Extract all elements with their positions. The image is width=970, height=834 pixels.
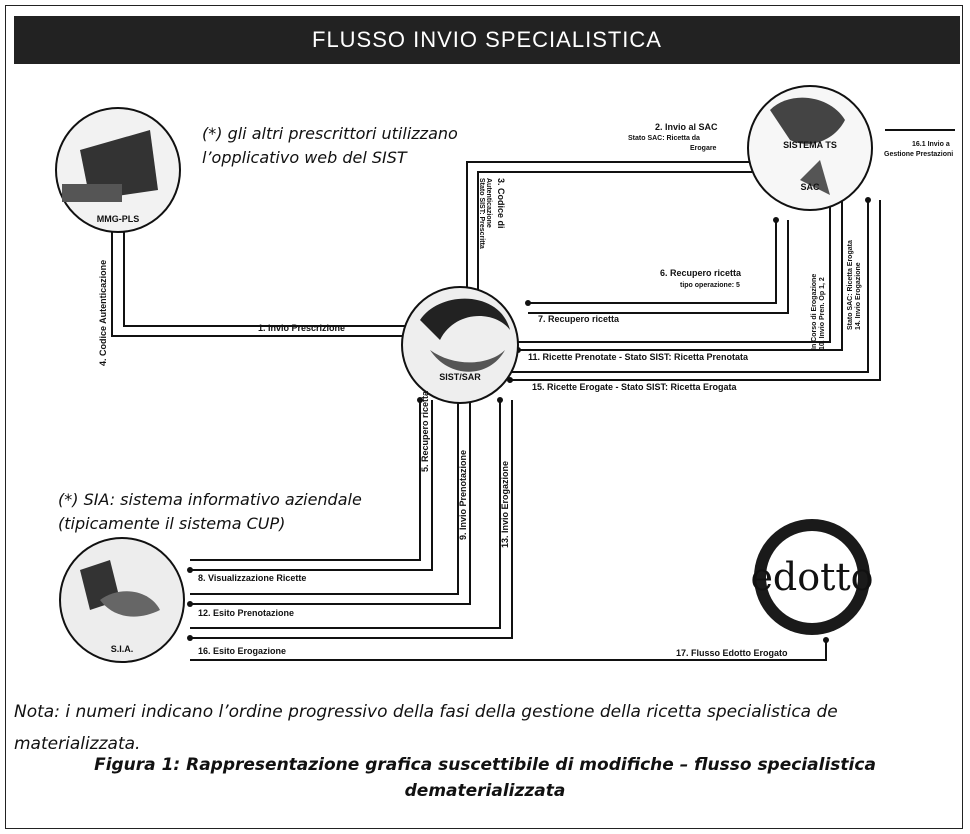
- flow-label-2c: Erogare: [690, 145, 717, 152]
- flow-line-13: [190, 400, 501, 629]
- flow-label-13: 13. Invio Erogazione: [500, 461, 510, 548]
- node-sia: S.I.A.: [59, 537, 185, 663]
- flow-label-5: 5. Recupero ricetta: [420, 390, 430, 472]
- arrow-head: [773, 217, 779, 223]
- flow-label-6b: tipo operazione: 5: [680, 282, 740, 289]
- note-prescrittori-line-1: (*) gli altri prescrittori utilizzano: [202, 124, 458, 143]
- flow-label-4: 4. Codice Autenticazione: [98, 260, 108, 366]
- flow-label-15: 15. Ricette Erogate - Stato SIST: Ricett…: [532, 382, 738, 392]
- edotto-logo-text: edotto: [750, 555, 873, 599]
- node-sac: SISTEMA TS SAC: [747, 85, 873, 211]
- flow-line-17: [190, 640, 827, 661]
- flow-label-14: 14. Invio Erogazione: [855, 262, 862, 330]
- flow-line-1: [111, 230, 408, 337]
- flow-label-3b: Autenticazione: [485, 178, 492, 228]
- arrow-head: [525, 300, 531, 306]
- diagram-title: FLUSSO INVIO SPECIALISTICA: [14, 16, 960, 64]
- arrow-head: [187, 567, 193, 573]
- node-sac-brand: SISTEMA TS: [783, 140, 837, 150]
- flow-label-10: 10. Invio Pren. Op 1, 2: [819, 277, 826, 350]
- node-sist: SIST/SAR: [401, 286, 519, 404]
- flow-line-2: [466, 161, 752, 300]
- node-mmg: MMG-PLS: [55, 107, 181, 233]
- note-sia-line-2: (tipicamente il sistema CUP): [58, 514, 286, 533]
- note-sia-line-1: (*) SIA: sistema informativo aziendale: [58, 490, 362, 509]
- flow-label-2: 2. Invio al SAC: [655, 122, 718, 132]
- arrow-head: [865, 197, 871, 203]
- flow-line-15: [510, 200, 881, 381]
- node-edotto: edotto: [750, 519, 874, 635]
- flow-line-10: [518, 200, 831, 343]
- flow-label-11: 11. Ricette Prenotate - Stato SIST: Rice…: [528, 352, 749, 362]
- node-sist-label: SIST/SAR: [439, 372, 481, 382]
- flow-line-7: [528, 220, 789, 314]
- node-sac-label: SAC: [800, 182, 820, 192]
- flow-line-14: [510, 200, 869, 373]
- node-mmg-label: MMG-PLS: [97, 214, 140, 224]
- flow-label-8: 8. Visualizzazione Ricette: [198, 573, 306, 583]
- flow-line-11: [518, 200, 843, 351]
- flow-label-12: 12. Esito Prenotazione: [198, 608, 294, 618]
- flow-line-16: [190, 400, 513, 639]
- arrow-head: [417, 397, 423, 403]
- flow-line-9: [190, 400, 459, 595]
- flow-line-3: [477, 171, 752, 300]
- flow-line-8: [190, 400, 433, 571]
- flow-line-6: [528, 220, 777, 304]
- nota-text: Nota: i numeri indicano l’ordine progres…: [14, 702, 838, 754]
- arrow-head: [187, 601, 193, 607]
- flow-label-9: 9. Invio Prenotazione: [458, 450, 468, 540]
- flow-label-16-1: 16.1 Invio a: [912, 141, 950, 148]
- note-sia: (*) SIA: sistema informativo aziendale (…: [58, 488, 362, 536]
- flow-label-3: 3. Codice di: [496, 178, 506, 229]
- flow-label-14b: Stato SAC: Ricetta Erogata: [847, 240, 854, 330]
- node-sia-label: S.I.A.: [111, 644, 134, 654]
- flow-label-3c: Stato SIST: Prescritta: [478, 178, 485, 249]
- flow-label-17: 17. Flusso Edotto Erogato: [676, 648, 788, 658]
- arrow-head: [187, 635, 193, 641]
- flow-line-4: [123, 230, 408, 327]
- note-prescrittori: (*) gli altri prescrittori utilizzano l’…: [202, 122, 458, 170]
- flow-label-2b: Stato SAC: Ricetta da: [628, 135, 700, 142]
- figure-frame: [5, 5, 963, 829]
- flow-label-16: 16. Esito Erogazione: [198, 646, 286, 656]
- flow-label-16-1b: Gestione Prestazioni: [884, 151, 953, 158]
- figure-caption: Figura 1: Rappresentazione grafica susce…: [94, 755, 876, 801]
- arrow-head: [497, 397, 503, 403]
- note-prescrittori-line-2: l’opplicativo web del SIST: [202, 148, 407, 167]
- arrow-head: [823, 637, 829, 643]
- flow-line-5: [190, 400, 421, 561]
- flow-label-10b: In Corso di Erogazione: [811, 274, 818, 350]
- flow-label-6: 6. Recupero ricetta: [660, 268, 742, 278]
- flow-label-7: 7. Recupero ricetta: [538, 314, 620, 324]
- flow-label-1: 1. Invio Prescrizione: [258, 323, 345, 333]
- flow-line-12: [190, 400, 471, 605]
